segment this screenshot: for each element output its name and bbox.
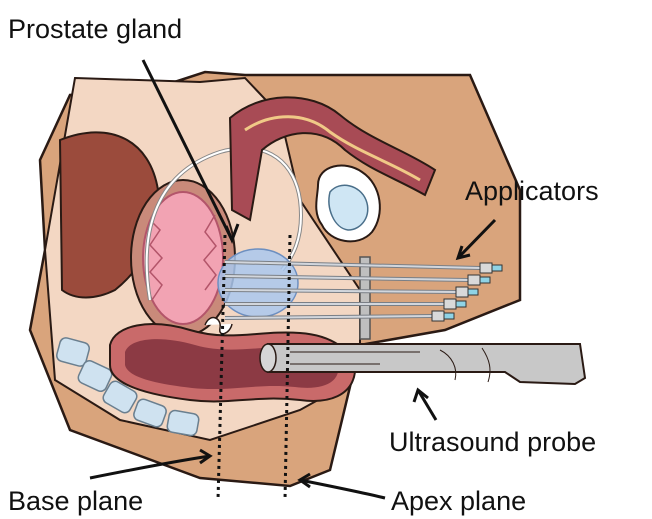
base-plane-label: Base plane	[8, 486, 143, 516]
ultrasound-probe-label: Ultrasound probe	[389, 427, 596, 457]
applicators-label: Applicators	[465, 176, 599, 206]
apex-plane-label: Apex plane	[391, 486, 526, 516]
prostate-gland-label: Prostate gland	[8, 14, 182, 44]
needle-template	[360, 257, 370, 339]
prostate-gland	[218, 249, 298, 317]
